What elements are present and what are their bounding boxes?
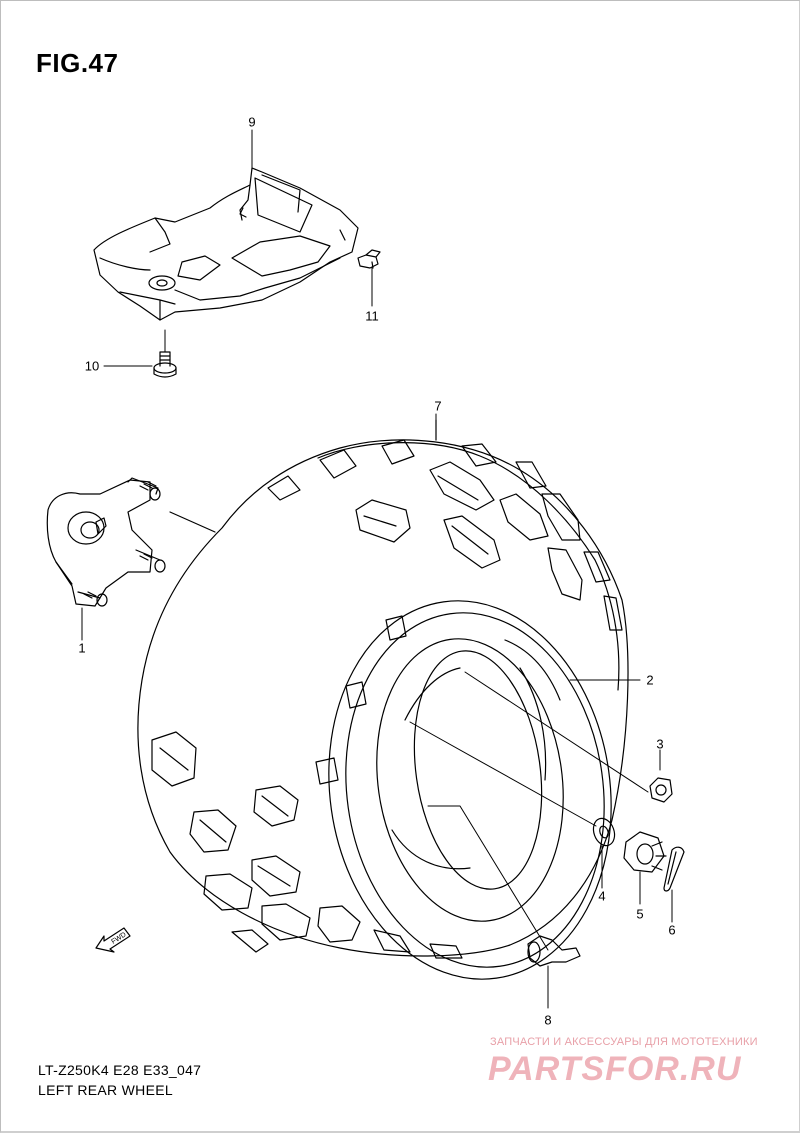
diagram-caption: LEFT REAR WHEEL (38, 1082, 173, 1098)
forward-arrow-icon: FWD (95, 927, 131, 953)
callout-11: 11 (365, 308, 379, 324)
callout-2: 2 (646, 672, 654, 688)
wheel-hub-part (46, 477, 216, 607)
callout-8: 8 (544, 1012, 552, 1028)
forward-direction-marker: FWD (94, 922, 134, 959)
valve-stem-part-8 (527, 935, 581, 967)
callout-3: 3 (656, 736, 664, 752)
bolt-part-10 (153, 351, 177, 378)
callout-7: 7 (434, 398, 442, 414)
model-code: LT-Z250K4 E28 E33_047 (38, 1062, 202, 1078)
callout-6: 6 (668, 922, 676, 938)
tire-part (137, 419, 629, 980)
watermark-tagline: ЗАПЧАСТИ И АКСЕССУАРЫ ДЛЯ МОТОТЕХНИКИ (490, 1036, 758, 1048)
callout-5: 5 (636, 906, 644, 922)
screw-part-11 (357, 249, 381, 269)
nut-part-3 (649, 777, 673, 803)
callout-9: 9 (248, 114, 256, 130)
castle-nut-part-5 (623, 831, 667, 873)
callout-4: 4 (598, 888, 606, 904)
washer-part-4 (592, 817, 616, 847)
cotter-pin-part-6 (663, 846, 685, 892)
figure-title: FIG.47 (36, 48, 119, 78)
watermark-logo: PARTSFOR.RU (488, 1050, 742, 1088)
leader-lines (81, 129, 673, 1009)
rear-fender-part (93, 167, 359, 321)
callout-10: 10 (84, 358, 100, 374)
callout-1: 1 (78, 640, 86, 656)
